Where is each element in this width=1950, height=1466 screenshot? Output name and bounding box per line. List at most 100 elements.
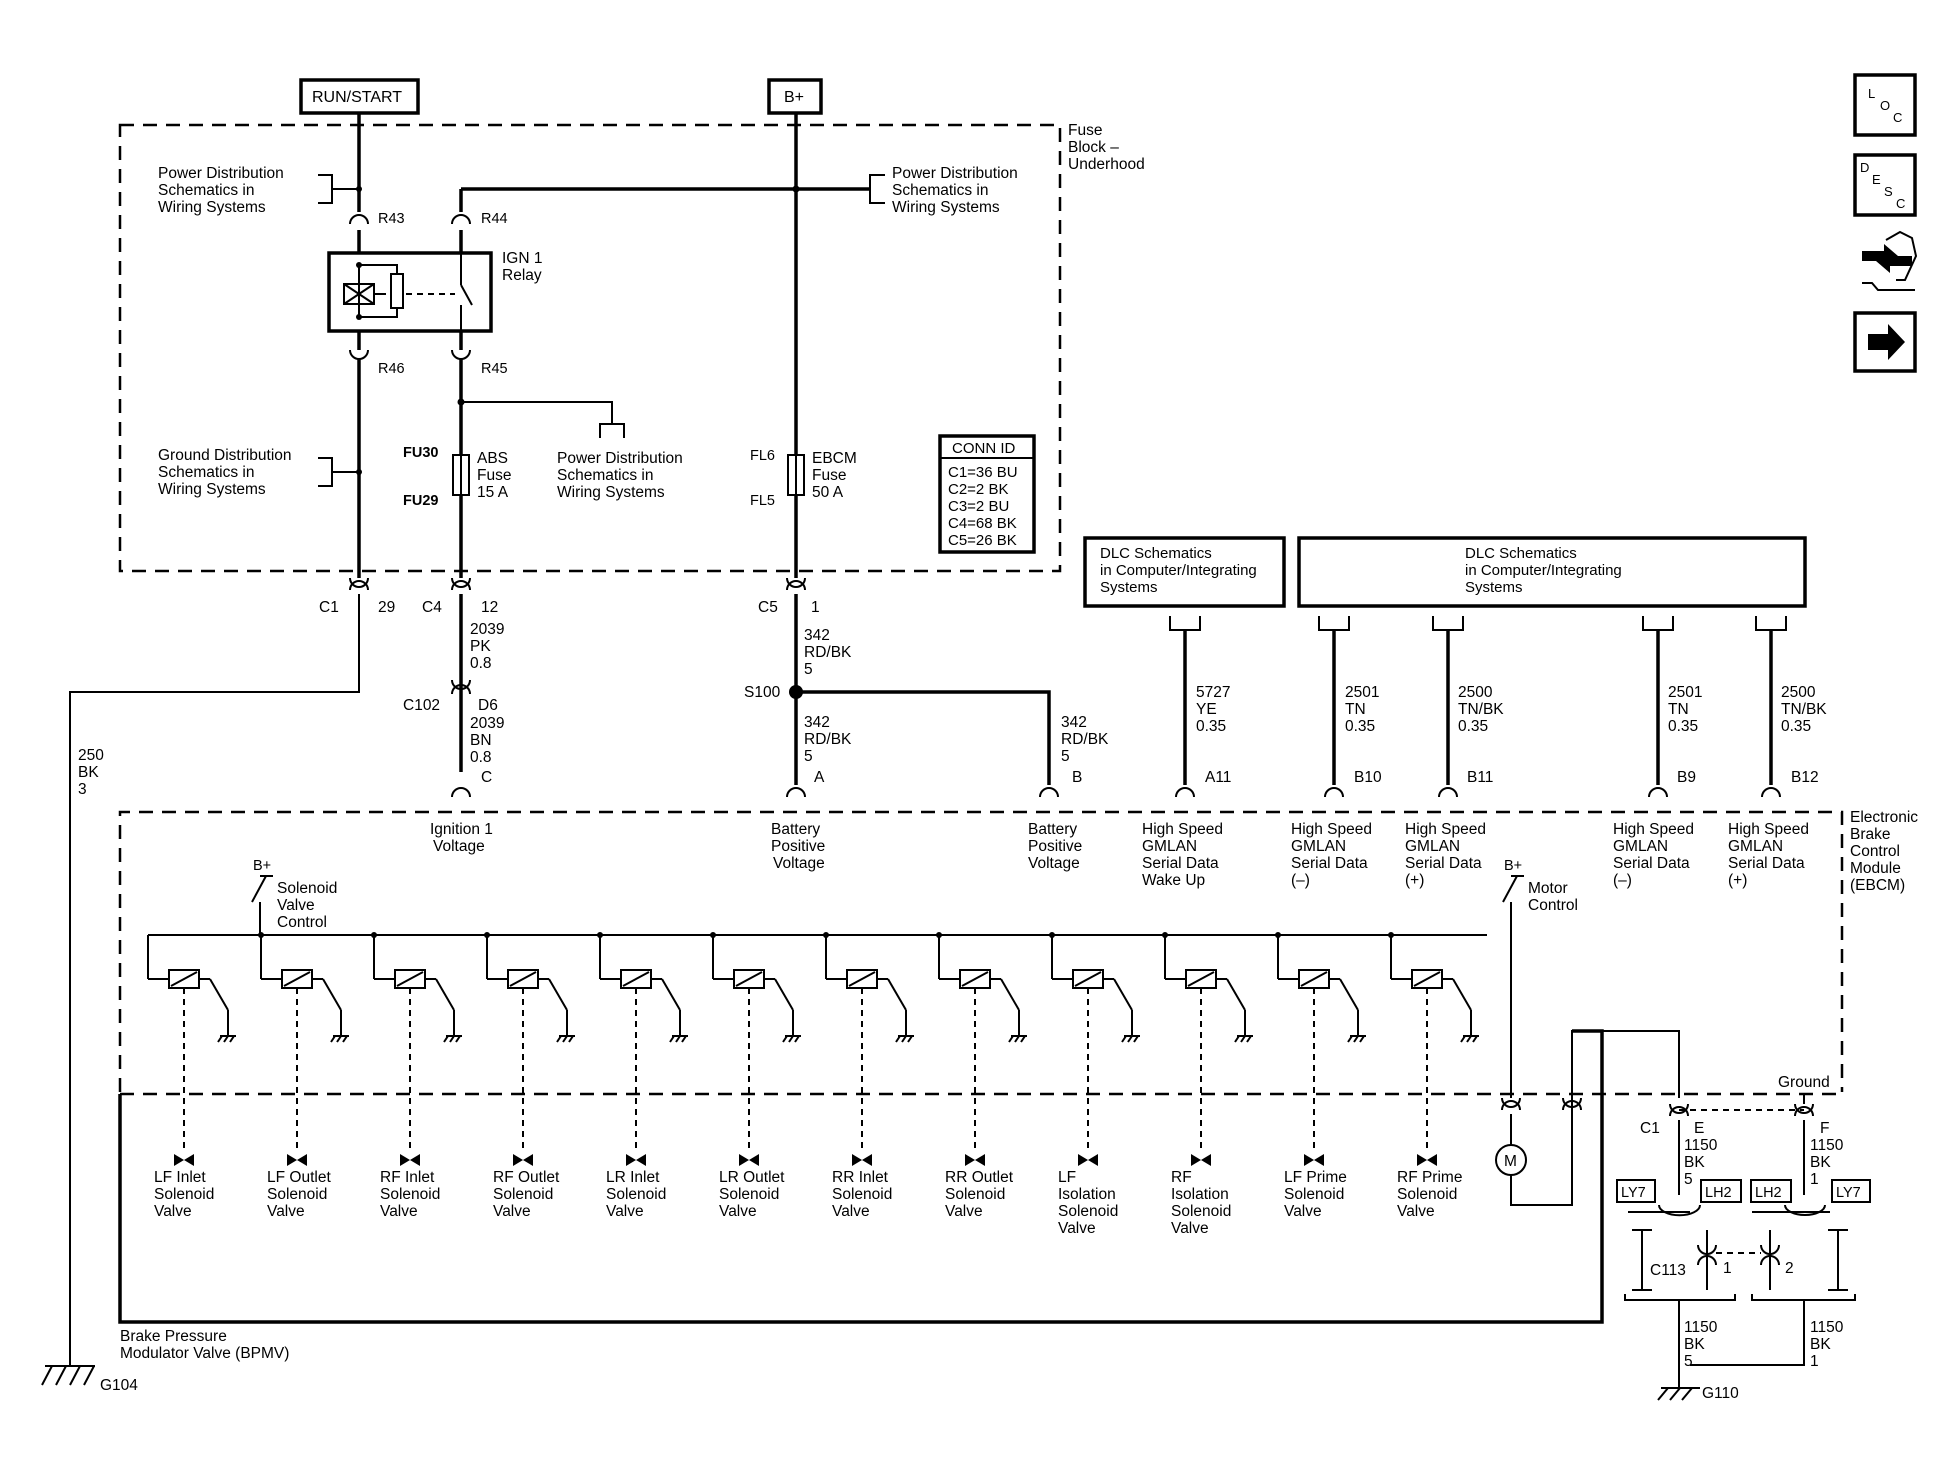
valve-symbol — [287, 1154, 307, 1166]
valve-symbol — [1417, 1154, 1437, 1166]
b12-label: B12 — [1791, 769, 1819, 786]
c102-terminal — [451, 679, 471, 690]
ebcm-pin-b9 — [1648, 787, 1668, 798]
svg-text:L: L — [1868, 86, 1875, 101]
location-button[interactable]: L O C — [1853, 73, 1917, 137]
a11-label: A11 — [1205, 769, 1231, 786]
ly7-right-box — [1831, 1179, 1871, 1203]
pin-f-label: F — [1820, 1120, 1829, 1137]
lh2-left-label: LH2 — [1705, 1185, 1732, 1201]
c1-ground-label: C1 — [1640, 1120, 1660, 1137]
ebcm-module — [118, 810, 1844, 1092]
svg-text:O: O — [1880, 98, 1890, 113]
motor-pin-a — [1501, 1097, 1521, 1108]
ebcm-pin-b — [1039, 787, 1059, 798]
valve-symbol — [626, 1154, 646, 1166]
c4-pin12-terminal — [451, 577, 471, 588]
ground-label: Ground — [1778, 1074, 1830, 1091]
wire-2039-bn-label: 2039 BN 0.8 — [470, 715, 509, 766]
r43-label: R43 — [378, 211, 405, 227]
ly7-left-box — [1616, 1179, 1656, 1203]
dlc-ref-2-text: DLC Schematics in Computer/Integrating S… — [1465, 545, 1626, 596]
r43-terminal — [349, 214, 369, 225]
motor-control-switch — [1502, 875, 1524, 903]
pump-motor-symbol: M — [1504, 1153, 1517, 1170]
fuse-block-underhood — [118, 123, 1062, 573]
valve-symbol — [739, 1154, 759, 1166]
svg-text:E: E — [1872, 172, 1881, 187]
c113-pin1-label: 1 — [1723, 1260, 1732, 1277]
ebcm-pin-b10 — [1324, 787, 1344, 798]
fu30-label: FU30 — [403, 445, 438, 461]
ebcm-pin-a11 — [1175, 787, 1195, 798]
svg-text:C: C — [1896, 196, 1905, 211]
pin-b-label: B — [1072, 769, 1082, 786]
r44-terminal — [451, 214, 471, 225]
valve-symbol — [965, 1154, 985, 1166]
description-button[interactable]: D E S C — [1853, 153, 1917, 217]
lh2-right-box — [1750, 1179, 1792, 1203]
valve-symbol — [1191, 1154, 1211, 1166]
c5-pin1-terminal — [786, 577, 806, 588]
valve-symbol — [400, 1154, 420, 1166]
fu29-label: FU29 — [403, 493, 438, 509]
wire-342-top-label: 342 RD/BK 5 — [804, 627, 856, 678]
ign1-relay-label: IGN 1 Relay — [502, 250, 547, 284]
ebcm-title: Electronic Brake Control Module (EBCM) — [1850, 809, 1922, 894]
svg-text:S: S — [1884, 184, 1893, 199]
pin-e-label: E — [1694, 1120, 1704, 1137]
power-distribution-ref-left: Power Distribution Schematics in Wiring … — [158, 165, 288, 216]
solenoid-control-switch — [251, 875, 273, 903]
b11-label: B11 — [1467, 769, 1493, 786]
r44-label: R44 — [481, 211, 508, 227]
b9-label: B9 — [1677, 769, 1696, 786]
lh2-left-box — [1700, 1179, 1742, 1203]
c1-pin-label: 29 — [378, 599, 395, 616]
connector-icon[interactable] — [1862, 230, 1918, 291]
wire-2039-pk-label: 2039 PK 0.8 — [470, 621, 509, 672]
r45-label: R45 — [481, 361, 508, 377]
ly7-left-label: LY7 — [1621, 1185, 1646, 1201]
valve-symbol — [1078, 1154, 1098, 1166]
wire-250-bk — [69, 594, 360, 1366]
next-arrow-icon[interactable] — [1853, 311, 1917, 373]
c4-label: C4 — [422, 599, 442, 616]
c113-pin2-label: 2 — [1785, 1260, 1794, 1277]
conn-id-box — [938, 434, 1036, 554]
abs-fuse-label: ABS Fuse 15 A — [477, 450, 516, 501]
ign1-relay — [327, 251, 493, 333]
valve-symbol — [852, 1154, 872, 1166]
r45-terminal — [451, 349, 471, 360]
fl6-label: FL6 — [750, 448, 775, 464]
conn-id-list: C1=36 BU C2=2 BK C3=2 BU C4=68 BK C5=26 … — [948, 464, 1022, 549]
valve-symbol — [174, 1154, 194, 1166]
